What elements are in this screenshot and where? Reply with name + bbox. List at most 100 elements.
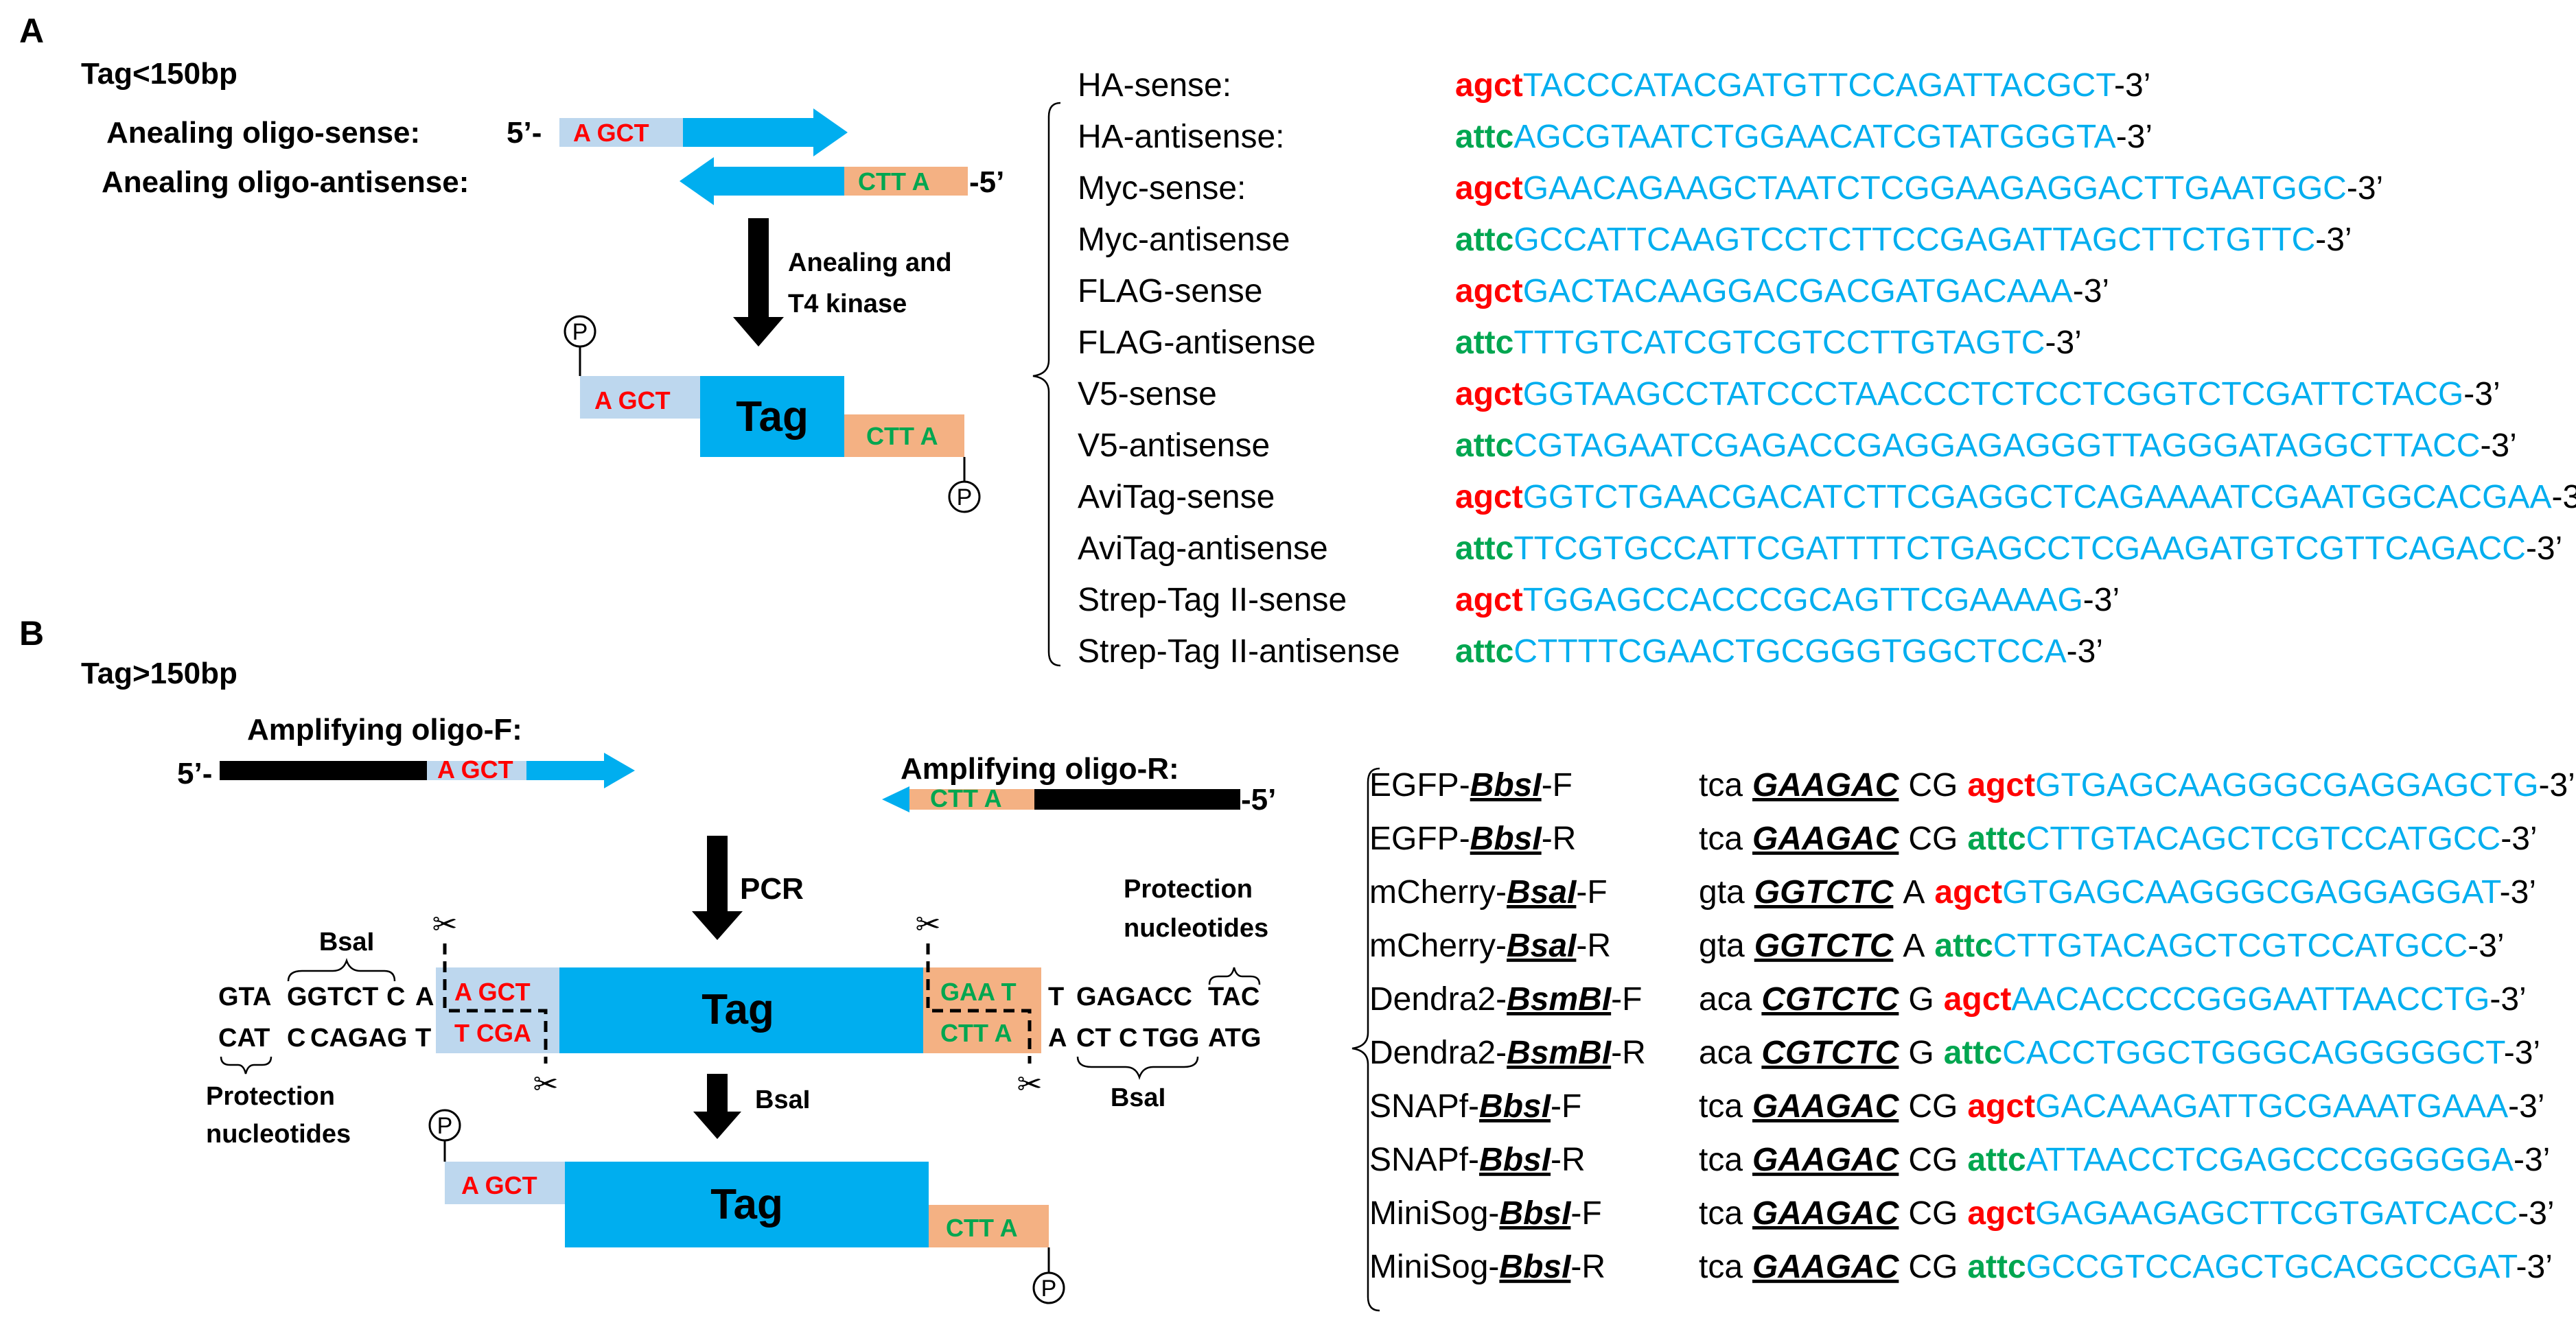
antisense-oligo-arrow <box>680 157 844 205</box>
oligo-sequence: attcAGCGTAATCTGGAACATCGTATGGGTA-3’ <box>1455 119 2153 155</box>
primer-gene: SNAPf- <box>1369 1142 1479 1178</box>
left-bottom-seq-cat: CAT <box>218 1024 270 1053</box>
overhang-prefix: agct <box>1967 1195 2035 1232</box>
three-prime-suffix: -3’ <box>2500 874 2536 911</box>
overhang-prefix: attc <box>1455 325 1513 361</box>
pcr-right-overhang-bottom: CTT A <box>940 1019 1012 1047</box>
overhang-prefix: attc <box>1944 1035 2002 1071</box>
three-prime-suffix: -3’ <box>2490 981 2526 1018</box>
sense-oligo-arrow <box>683 108 848 156</box>
primer-direction: -R <box>1542 821 1577 857</box>
tag-block-pcr <box>559 967 923 1053</box>
pcr-right-overhang-top: GAA T <box>940 978 1017 1006</box>
three-prime-suffix: -3’ <box>2073 273 2109 309</box>
spacer: G <box>1908 1035 1934 1071</box>
overhang-prefix: agct <box>1455 582 1523 618</box>
three-prime-suffix: -3’ <box>2347 170 2383 207</box>
primer-direction: -F <box>1576 874 1607 911</box>
left-bottom-seq-t: T <box>415 1024 431 1053</box>
forward-primer-overhang <box>427 761 526 780</box>
three-prime-suffix: -3’ <box>2551 479 2576 515</box>
left-top-seq-t: T <box>362 983 378 1011</box>
protection-nucleotides: tca <box>1699 821 1743 857</box>
panel-a-label: A <box>19 12 44 50</box>
three-prime-suffix: -3’ <box>2538 767 2575 803</box>
left-top-seq-c: C <box>386 983 405 1011</box>
oligo-sequence: attcCGTAGAATCGAGACCGAGGAGAGGGTTAGGGATAGG… <box>1455 427 2517 464</box>
primer-direction: -F <box>1551 1088 1581 1125</box>
three-prime-suffix: -3’ <box>2518 1195 2554 1232</box>
overhang-prefix: attc <box>1967 1142 2026 1178</box>
oligo-sequence-list: HA-sense:agctTACCCATACGATGTTCCAGATTACGCT… <box>1078 67 2576 670</box>
overhang-agct-box <box>559 118 683 147</box>
spacer: A <box>1903 928 1925 964</box>
product-overhang-agct-text: A GCT <box>594 386 671 414</box>
primer-name: SNAPf-BbsI-R <box>1369 1142 1586 1178</box>
oligo-sequence: agctTACCCATACGATGTTCCAGATTACGCT-3’ <box>1455 67 2150 104</box>
protection-nucleotides: tca <box>1699 1249 1743 1285</box>
reverse-primer-overhang <box>909 789 1034 810</box>
tag-sequence: GAGAAGAGCTTCGTGATCACC <box>2035 1195 2518 1232</box>
step-annealing-line1: Anealing and <box>788 248 952 277</box>
right-top-seq-tac: TAC <box>1208 983 1260 1011</box>
primer-enzyme: BsmBI <box>1507 981 1612 1018</box>
oligo-name: AviTag-antisense <box>1078 530 1328 567</box>
product-overhang-ctta-text: CTT A <box>866 422 938 450</box>
primer-name: Dendra2-BsmBI-F <box>1369 981 1642 1018</box>
primer-gene: MiniSog- <box>1369 1195 1499 1232</box>
tag-sequence: AACACCCCGGGAATTAACCTG <box>2011 981 2490 1018</box>
tag-label-a: Tag <box>736 393 809 441</box>
right-bottom-seq-ct: CT <box>1076 1024 1111 1053</box>
final-overhang-ctta <box>929 1205 1049 1247</box>
tag-sequence: GCCATTCAAGTCCTCTTCCGAGATTAGCTTCTGTTC <box>1513 222 2315 258</box>
oligo-sequence: agctGGTCTGAACGACATCTTCGAGGCTCAGAAAATCGAA… <box>1455 479 2576 515</box>
primer-name: mCherry-BsaI-R <box>1369 928 1611 964</box>
overhang-prefix: agct <box>1944 981 2012 1018</box>
overhang-prefix: agct <box>1455 170 1523 207</box>
primer-direction: -F <box>1611 981 1642 1018</box>
primer-direction: -R <box>1611 1035 1646 1071</box>
right-top-seq-t: T <box>1048 983 1064 1011</box>
overhang-ctta-text: CTT A <box>858 167 930 196</box>
panel-b-label: B <box>19 614 44 653</box>
tag-sequence: GACAAAGATTGCGAAATGAAA <box>2035 1088 2508 1125</box>
primer-enzyme: BsaI <box>1507 874 1577 911</box>
three-prime-suffix: -3’ <box>2083 582 2120 618</box>
tag-sequence: CACCTGGCTGGGCAGGGGGCT <box>2002 1035 2505 1071</box>
overhang-prefix: attc <box>1455 530 1513 567</box>
primer-enzyme: BbsI <box>1479 1088 1552 1125</box>
primer-gene: mCherry- <box>1369 874 1507 911</box>
overhang-prefix: attc <box>1455 427 1513 464</box>
three-prime-suffix: -3’ <box>2067 633 2103 670</box>
protection-label-left-2: nucleotides <box>206 1120 351 1149</box>
oligo-sequence: agctGGTAAGCCTATCCCTAACCCTCTCCTCGGTCTCGAT… <box>1455 376 2500 412</box>
three-prime-suffix: -3’ <box>2480 427 2516 464</box>
left-top-seq-ggtc: GGTC <box>287 983 362 1011</box>
restriction-site: GAAGAC <box>1752 1088 1900 1125</box>
amplifying-oligo-r-label: Amplifying oligo-R: <box>901 752 1179 786</box>
primer-name: EGFP-BbsI-R <box>1369 821 1576 857</box>
tag-sequence: GACTACAAGGACGACGATGACAAA <box>1523 273 2073 309</box>
forward-primer-tail <box>220 761 427 780</box>
cut-line-right <box>926 943 1032 1064</box>
primer-enzyme: BsaI <box>1507 928 1577 964</box>
restriction-site: CGTCTC <box>1761 981 1899 1018</box>
overhang-prefix: agct <box>1967 1088 2035 1125</box>
three-prime-suffix: -3’ <box>2526 530 2562 567</box>
left-bottom-seq-cagag: CAGAG <box>310 1024 407 1053</box>
protection-nucleotides: gta <box>1699 928 1745 964</box>
tag-sequence: TTTGTCATCGTCGTCCTTGTAGTC <box>1513 325 2045 361</box>
restriction-site: GAAGAC <box>1752 1142 1900 1178</box>
primer-enzyme: BbsI <box>1499 1195 1572 1232</box>
primer-gene: EGFP- <box>1369 821 1470 857</box>
protection-label-right-1: Protection <box>1124 875 1253 904</box>
oligo-sequence: attcTTCGTGCCATTCGATTTTCTGAGCCTCGAAGATGTC… <box>1455 530 2562 567</box>
tag-sequence: GGTCTGAACGACATCTTCGAGGCTCAGAAAATCGAATGGC… <box>1523 479 2552 515</box>
scissors-icon: ✂ <box>1017 1068 1043 1101</box>
three-prime-suffix: -3’ <box>2504 1035 2540 1071</box>
